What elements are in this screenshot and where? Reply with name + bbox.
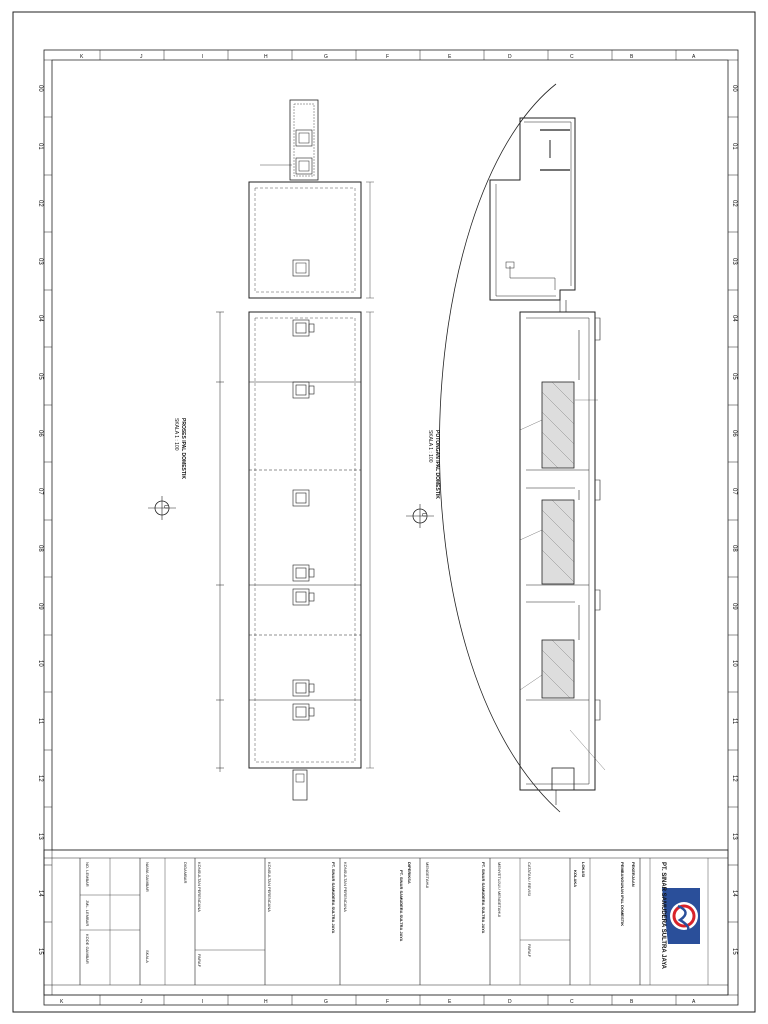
- grid-number-01: 01: [37, 143, 43, 150]
- grid-number-05: 05: [37, 373, 43, 380]
- grid-number-12-right: 12: [731, 775, 737, 782]
- konsultan-name: PT. SINAR SAMUDERA SULTRA JAYA: [331, 862, 336, 934]
- section-north-label: U: [420, 513, 426, 517]
- grid-letter-c-bottom: C: [570, 999, 574, 1005]
- disetujui-name: PT. SINAR SAMUDERA SULTRA JAYA: [481, 862, 486, 934]
- menyetujui-label: MENYETUJUI / MENGETAHUI: [497, 862, 502, 918]
- grid-number-06-right: 06: [731, 430, 737, 437]
- north-arrow-section: [406, 504, 434, 528]
- grid-letter-e: E: [448, 54, 452, 60]
- grid-letter-f-bottom: F: [386, 999, 390, 1005]
- grid-number-10: 10: [37, 660, 43, 667]
- grid-number-02-right: 02: [731, 200, 737, 207]
- grid-letter-i: I: [202, 54, 204, 60]
- grid-number-09-right: 09: [731, 603, 737, 610]
- nama-gambar-label: NAMA GAMBAR: [145, 862, 150, 892]
- jml-lembar-label: JML. LEMBAR: [85, 900, 90, 927]
- no-lembar-label: NO. LEMBAR: [85, 862, 90, 887]
- grid-letter-e-bottom: E: [448, 999, 452, 1005]
- grid-number-14: 14: [37, 890, 43, 897]
- frame-border: [43, 49, 739, 1006]
- lokasi-value: KOLAKA: [573, 870, 578, 888]
- grid-letter-h: H: [264, 54, 268, 60]
- grid-letter-d: D: [508, 54, 512, 60]
- grid-letter-g-bottom: G: [324, 999, 328, 1005]
- section-scale: SKALA 1 : 100: [427, 430, 433, 463]
- grid-number-01-right: 01: [731, 143, 737, 150]
- grid-number-04-right: 04: [731, 315, 737, 322]
- grid-letter-a-bottom: A: [692, 999, 696, 1005]
- grid-letter-d-bottom: D: [508, 999, 512, 1005]
- diperiksa-name: PT. SINAR SAMUDERA SULTRA JAYA: [399, 870, 404, 942]
- lokasi-label: LOKASI: [581, 862, 586, 878]
- mengetahui-label: MENGETAHUI: [425, 862, 430, 889]
- plan-title: PROSES IPAL DOMESTIK: [180, 418, 186, 479]
- grid-number-07: 07: [37, 488, 43, 495]
- grid-letter-a: A: [692, 54, 696, 60]
- pekerjaan-label: PEKERJAAN: [631, 862, 636, 887]
- paraf-label-1: PARAF: [527, 944, 532, 958]
- digambar-label: DIGAMBAR: [183, 862, 188, 884]
- grid-number-12: 12: [37, 775, 43, 782]
- grid-number-15-right: 15: [731, 948, 737, 955]
- grid-number-03: 03: [37, 258, 43, 265]
- section-view: [439, 83, 606, 813]
- grid-number-00-right: 00: [731, 85, 737, 92]
- grid-number-03-right: 03: [731, 258, 737, 265]
- konsultan-perencana-label: KONSULTAN PERENCANA: [267, 862, 272, 912]
- grid-letter-c: C: [570, 54, 574, 60]
- paraf-label-2: PARAF: [197, 954, 202, 968]
- grid-number-11: 11: [37, 718, 43, 725]
- plan-view: [216, 99, 374, 801]
- catatan-label: CATATAN / REVISI: [527, 862, 532, 896]
- grid-number-10-right: 10: [731, 660, 737, 667]
- skala-label: SKALA: [145, 950, 150, 963]
- mengerjakan-label: KONSULTAN PERENCANA: [343, 862, 348, 912]
- grid-number-05-right: 05: [731, 373, 737, 380]
- grid-number-07-right: 07: [731, 488, 737, 495]
- outer-border: [12, 11, 756, 1013]
- company-logo: [662, 888, 700, 944]
- grid-letter-b: B: [630, 54, 634, 60]
- grid-letter-f: F: [386, 54, 390, 60]
- grid-letter-b-bottom: B: [630, 999, 634, 1005]
- grid-ticks: [44, 50, 738, 1005]
- grid-letter-i-bottom: I: [202, 999, 204, 1005]
- grid-number-08: 08: [37, 545, 43, 552]
- title-block-frame: [43, 849, 729, 996]
- north-arrow-plan: [148, 496, 176, 520]
- diperiksa-label: DIPERIKSA: [407, 862, 412, 884]
- plan-north-label: U: [162, 505, 168, 509]
- grid-letter-j-bottom: J: [140, 999, 143, 1005]
- grid-number-08-right: 08: [731, 545, 737, 552]
- grid-number-11-right: 11: [731, 718, 737, 725]
- kode-gambar-label: KODE GAMBAR: [85, 934, 90, 964]
- grid-letter-k: K: [80, 54, 84, 60]
- grid-number-15: 15: [37, 948, 43, 955]
- grid-letter-k-bottom: K: [60, 999, 64, 1005]
- plan-scale: SKALA 1 : 100: [173, 418, 179, 451]
- grid-number-00: 00: [37, 85, 43, 92]
- grid-number-09: 09: [37, 603, 43, 610]
- pekerjaan-value: PEMBANGUNAN IPAL DOMESTIK: [620, 862, 625, 927]
- company-name: PT. SINAR SAMUDERA SULTRA JAYA: [660, 862, 666, 970]
- konsultan-perencana-label-2: KONSULTAN PERENCANA: [197, 862, 202, 912]
- grid-number-13-right: 13: [731, 833, 737, 840]
- grid-number-14-right: 14: [731, 890, 737, 897]
- grid-number-13: 13: [37, 833, 43, 840]
- section-title: POTONGAN IPAL DOMESTIK: [434, 430, 440, 499]
- grid-letter-h-bottom: H: [264, 999, 268, 1005]
- grid-number-04: 04: [37, 315, 43, 322]
- grid-number-02: 02: [37, 200, 43, 207]
- grid-number-06: 06: [37, 430, 43, 437]
- grid-letter-g: G: [324, 54, 328, 60]
- grid-letter-j: J: [140, 54, 143, 60]
